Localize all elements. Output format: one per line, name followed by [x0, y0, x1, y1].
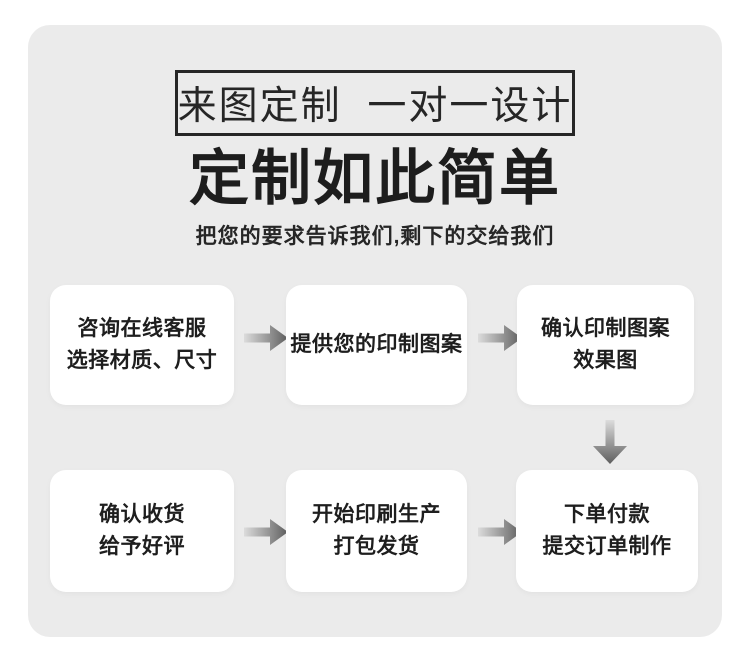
step-line: 提供您的印制图案: [290, 333, 463, 356]
flow-step-card-confirm-artwork: 确认印制图案 效果图: [517, 285, 694, 405]
flow-step-card-confirm-receipt: 确认收货 给予好评: [50, 470, 234, 592]
flow-step-card-place-order: 下单付款 提交订单制作: [516, 470, 698, 592]
badge-label: 来图定制 一对一设计: [177, 85, 573, 128]
flow-step-card-consult: 咨询在线客服 选择材质、尺寸: [50, 285, 234, 405]
step-line: 咨询在线客服: [77, 317, 207, 340]
step-line: 开始印刷生产: [312, 503, 441, 526]
flow-step-card-print-ship: 开始印刷生产 打包发货: [286, 470, 467, 592]
flow-arrow-down-icon: [593, 420, 627, 464]
step-line: 确认印制图案: [541, 317, 670, 340]
step-line: 提交订单制作: [542, 535, 672, 558]
step-line: 效果图: [573, 349, 638, 372]
page-title: 定制如此简单: [189, 145, 561, 212]
step-line: 打包发货: [333, 535, 420, 558]
badge-box: 来图定制 一对一设计: [175, 70, 575, 136]
content-panel: 来图定制 一对一设计 定制如此简单 把您的要求告诉我们,剩下的交给我们 咨询在线…: [28, 25, 722, 637]
flow-arrow-right-icon: [244, 325, 288, 351]
step-line: 选择材质、尺寸: [66, 349, 218, 372]
step-line: 下单付款: [564, 503, 650, 526]
step-line: 给予好评: [99, 535, 185, 558]
step-line: 确认收货: [99, 503, 185, 526]
page-subtitle: 把您的要求告诉我们,剩下的交给我们: [195, 225, 555, 248]
flow-arrow-right-icon: [244, 519, 288, 545]
flow-arrow-right-icon: [478, 519, 522, 545]
flow-step-card-provide-artwork: 提供您的印制图案: [286, 285, 467, 405]
flow-arrow-right-icon: [478, 325, 522, 351]
